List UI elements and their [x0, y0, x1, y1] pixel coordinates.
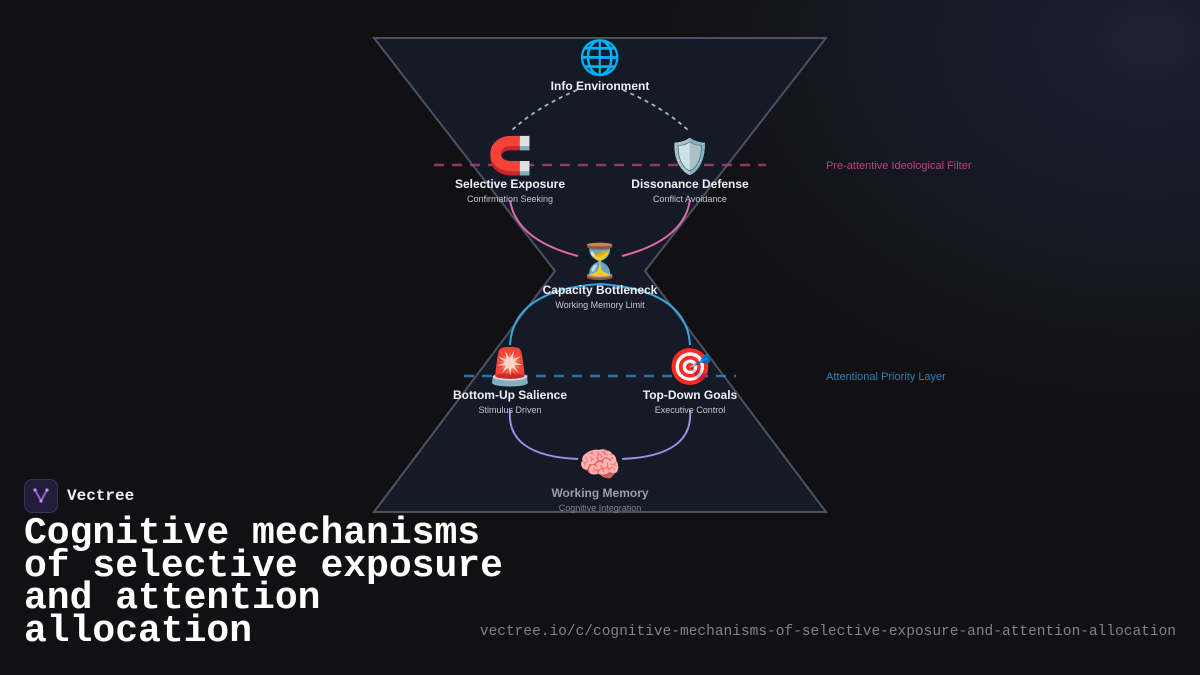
globe-icon: 🌐 — [579, 38, 621, 78]
node-subtitle: Executive Control — [655, 405, 726, 415]
filter-layer-label: Pre-attentive Ideological Filter — [826, 160, 972, 172]
link-bottleneck-to-salience — [509, 283, 601, 346]
node-selective-exposure: 🧲 Selective Exposure Confirmation Seekin… — [455, 135, 565, 204]
link-bottleneck-to-goals — [599, 283, 691, 346]
priority-layer-label: Attentional Priority Layer — [826, 371, 946, 383]
brand-name: Vectree — [67, 487, 135, 505]
node-subtitle: Working Memory Limit — [555, 300, 645, 310]
shield-icon: 🛡️ — [669, 137, 711, 177]
node-title: Dissonance Defense — [631, 177, 749, 191]
magnet-icon: 🧲 — [488, 135, 533, 177]
link-info-to-selective — [509, 89, 578, 133]
node-title: Info Environment — [551, 79, 650, 93]
node-info-environment: 🌐 Info Environment — [551, 38, 650, 93]
hourglass-shape — [371, 37, 829, 513]
link-salience-to-memory — [508, 409, 579, 460]
node-subtitle: Confirmation Seeking — [467, 194, 553, 204]
link-goals-to-memory — [621, 409, 692, 460]
page-url: vectree.io/c/cognitive-mechanisms-of-sel… — [479, 624, 1176, 640]
node-top-down-goals: 🎯 Top-Down Goals Executive Control — [643, 347, 738, 415]
branching-tree-icon — [24, 479, 58, 513]
node-title: Bottom-Up Salience — [453, 388, 567, 402]
node-bottom-up-salience: 🚨 Bottom-Up Salience Stimulus Driven — [453, 346, 567, 415]
node-dissonance-defense: 🛡️ Dissonance Defense Conflict Avoidance — [631, 137, 749, 204]
brand: Vectree — [24, 479, 134, 513]
link-dissonance-to-bottleneck — [621, 199, 691, 257]
hourglass-icon: ⏳ — [579, 242, 621, 282]
link-info-to-dissonance — [622, 89, 691, 133]
target-icon: 🎯 — [668, 347, 713, 388]
brain-icon: 🧠 — [579, 445, 621, 485]
node-title: Selective Exposure — [455, 177, 565, 191]
node-title: Working Memory — [551, 486, 648, 500]
node-capacity-bottleneck: ⏳ Capacity Bottleneck Working Memory Lim… — [543, 242, 658, 310]
node-subtitle: Cognitive Integration — [559, 503, 642, 513]
page-title: Cognitive mechanisms of selective exposu… — [24, 512, 503, 653]
node-working-memory: 🧠 Working Memory Cognitive Integration — [551, 445, 648, 513]
node-subtitle: Conflict Avoidance — [653, 194, 727, 204]
link-selective-to-bottleneck — [509, 199, 579, 257]
node-title: Capacity Bottleneck — [543, 283, 658, 297]
node-title: Top-Down Goals — [643, 388, 738, 402]
siren-icon: 🚨 — [488, 346, 533, 388]
node-subtitle: Stimulus Driven — [478, 405, 541, 415]
